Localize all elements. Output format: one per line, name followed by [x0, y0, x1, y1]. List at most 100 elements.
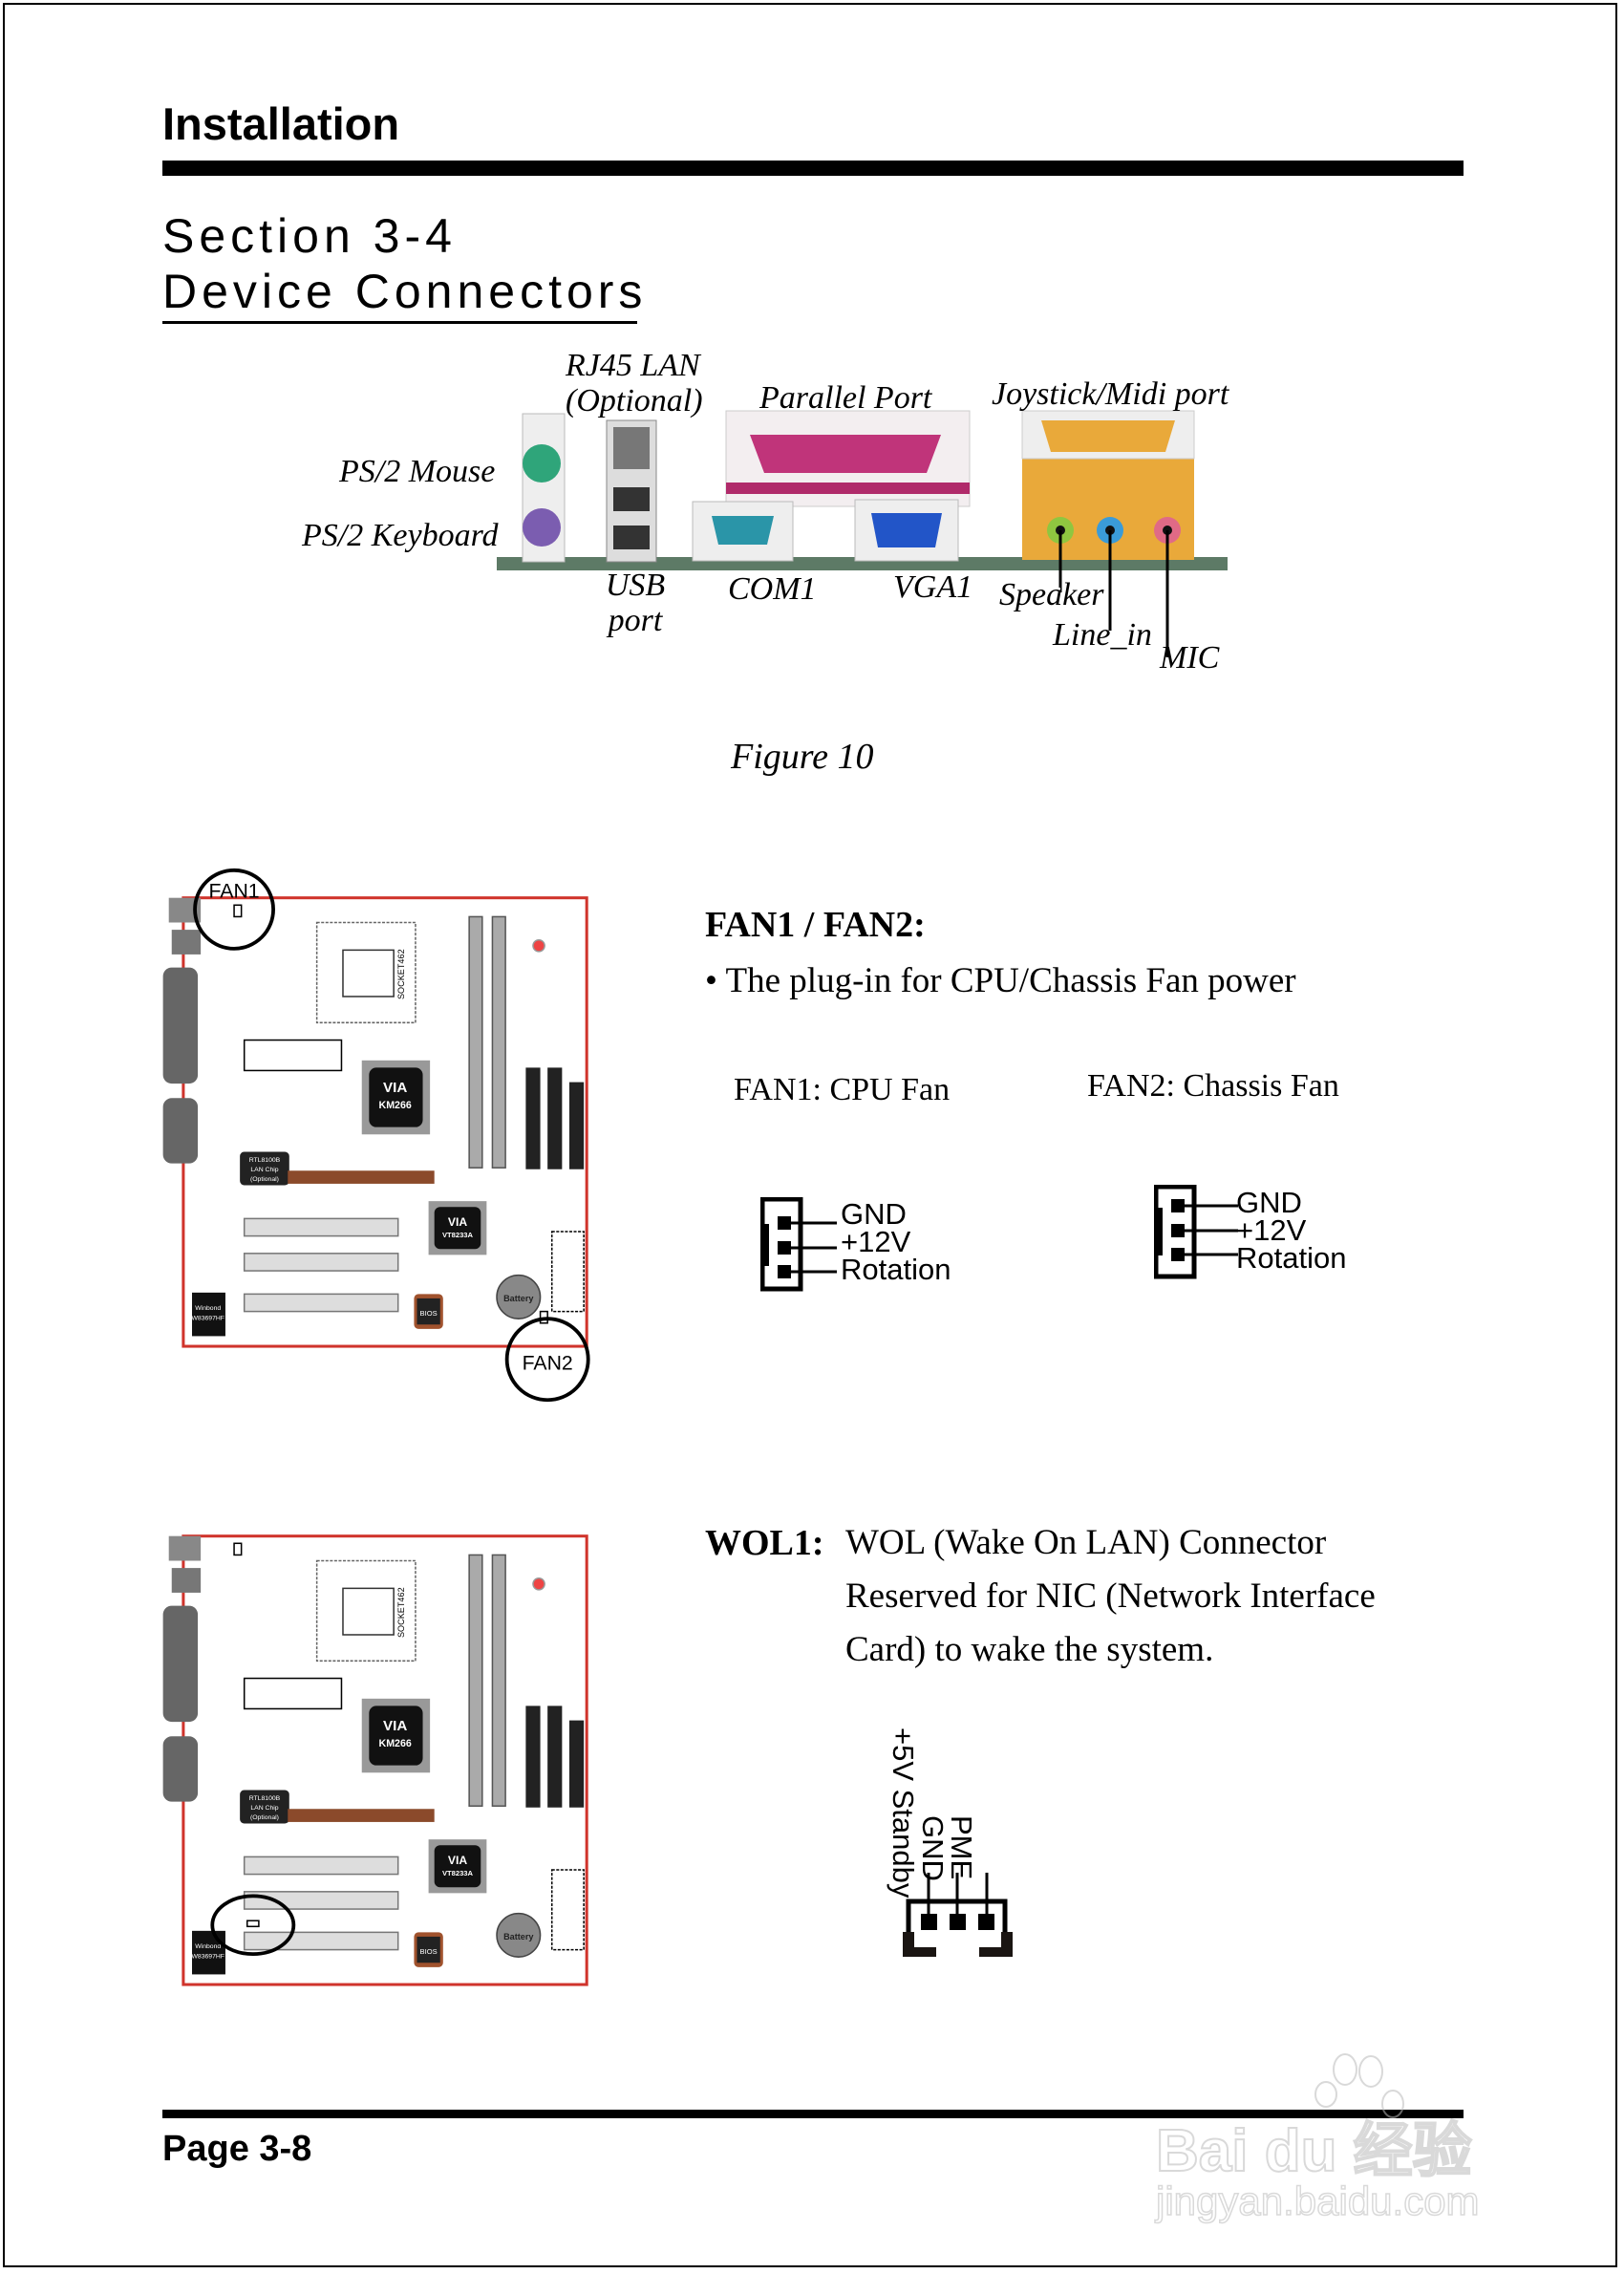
cpu-socket-center: [342, 949, 395, 998]
io-usb-block: [168, 1535, 202, 1561]
atx-power-connector: [243, 1677, 343, 1710]
ps2-mouse-port: [523, 444, 561, 483]
com1-port: [712, 516, 774, 545]
ps2-keyboard-label: PS/2 Keyboard: [302, 518, 499, 553]
ps2-keyboard-port: [523, 508, 561, 547]
parallel-bracket: [726, 483, 970, 494]
usb-port-2: [613, 526, 650, 549]
io-com-block: [162, 1736, 199, 1802]
back-panel-illustration: [497, 410, 1228, 588]
lan-chip-label-2: LAN Chip: [250, 1167, 278, 1173]
dimm-slot-1: [468, 1554, 483, 1807]
io-lan-block: [171, 930, 202, 955]
fan1-caption: FAN1: CPU Fan: [734, 1072, 951, 1107]
lan-chip-label-1: RTL8100B: [249, 1157, 281, 1164]
fan2-connector: [1153, 1184, 1238, 1285]
cpu-socket-center: [342, 1587, 395, 1636]
northbridge-chip: [369, 1706, 423, 1766]
pci-slot-3: [243, 1931, 399, 1951]
io-com-block: [162, 1098, 199, 1164]
fan1-pin-rotation: Rotation: [841, 1253, 951, 1286]
wol-line-1: WOL (Wake On LAN) Connector: [845, 1523, 1327, 1562]
fan1-label: FAN1: [208, 880, 259, 903]
fan1-pin-gnd: GND: [841, 1197, 907, 1231]
section-number: Section 3-4: [162, 209, 457, 263]
ide-fdd-connector-1: [525, 1706, 541, 1808]
fan1-header-icon: [759, 1196, 837, 1292]
fan1-pin-12v: +12V: [841, 1225, 911, 1258]
southbridge-label-2: VT8233A: [442, 1869, 474, 1877]
fan1-pin-labels: GND +12V Rotation: [841, 1197, 951, 1286]
rj45-label: RJ45 LAN (Optional): [566, 348, 703, 418]
section-title: Device Connectors: [162, 265, 648, 318]
bios-chip: [417, 1936, 440, 1963]
usb-label-line1: USB: [605, 568, 666, 603]
footer-rule: [162, 2110, 1464, 2118]
mic-label: MIC: [1160, 640, 1220, 676]
wol1-header: [246, 1920, 260, 1928]
io-chip-label-1: Winbond: [195, 1943, 221, 1950]
section-underline: [162, 321, 637, 324]
fan1-highlight-circle: [193, 868, 275, 951]
lan-chip: [240, 1790, 289, 1824]
fan2-pin-labels: GND +12V Rotation: [1236, 1188, 1346, 1273]
bios-chip: [417, 1298, 440, 1325]
fan2-caption: FAN2: Chassis Fan: [1087, 1068, 1339, 1104]
header-rule: [162, 161, 1464, 176]
northbridge-chip: [369, 1067, 423, 1127]
line-in-label: Line_in: [1053, 617, 1152, 653]
wol-line-3: Card) to wake the system.: [845, 1630, 1214, 1669]
ide-fdd-connector-3: [568, 1720, 585, 1808]
buzzer: [532, 938, 545, 953]
page-number: Page 3-8: [162, 2129, 312, 2169]
front-panel-headers: [550, 1231, 585, 1313]
lan-chip-label-1: RTL8100B: [249, 1795, 281, 1802]
fan2-header-icon: [1153, 1184, 1238, 1279]
northbridge-label-1: VIA: [383, 1080, 407, 1096]
dimm-slot-2: [491, 915, 506, 1169]
lan-chip-label-3: (Optional): [250, 1176, 279, 1183]
figure-caption: Figure 10: [731, 737, 874, 777]
wol-line-2: Reserved for NIC (Network Interface: [845, 1577, 1376, 1616]
ide-fdd-connector-3: [568, 1082, 585, 1169]
agp-slot: [288, 1809, 435, 1822]
battery-label: Battery: [503, 1294, 534, 1303]
rj45-port: [613, 427, 650, 469]
baidu-paw-logo: [1314, 2053, 1404, 2118]
fan2-pin-12v: +12V: [1236, 1213, 1307, 1247]
battery: [496, 1912, 542, 1958]
io-chip: [192, 1292, 225, 1337]
southbridge-chip: [434, 1845, 481, 1888]
baidu-watermark: Bai du 经验 jingyan.baidu.com: [1155, 2035, 1519, 2231]
vga1-label: VGA1: [893, 569, 973, 605]
pci-slot-1: [243, 1217, 399, 1237]
fan2-label: FAN2: [523, 1351, 573, 1374]
fan-description: • The plug-in for CPU/Chassis Fan power: [705, 961, 1296, 1000]
vga1-port: [871, 513, 942, 547]
usb-port-1: [613, 487, 650, 511]
fan1-header: [233, 904, 243, 918]
southbridge-label-2: VT8233A: [442, 1231, 474, 1239]
southbridge-chip: [434, 1207, 481, 1250]
front-panel-headers: [550, 1869, 585, 1951]
watermark-brand: Bai du 经验: [1155, 2117, 1473, 2185]
ps2-mouse-label: PS/2 Mouse: [339, 454, 496, 489]
pcb-edge: [497, 557, 1228, 570]
io-lan-block: [171, 1568, 202, 1593]
pci-slot-3: [243, 1293, 399, 1313]
audio-leaders: [1060, 573, 1169, 657]
northbridge-label-2: KM266: [379, 1100, 412, 1111]
parallel-port: [750, 435, 941, 473]
joystick-port: [1041, 420, 1175, 452]
fan1-header: [233, 1542, 243, 1556]
buzzer: [532, 1577, 545, 1591]
rj45-label-line2: (Optional): [566, 383, 703, 418]
ide-fdd-connector-2: [547, 1067, 563, 1169]
southbridge-label-1: VIA: [448, 1854, 467, 1867]
lan-chip: [240, 1151, 289, 1186]
northbridge-label-1: VIA: [383, 1718, 407, 1734]
pci-slot-2: [243, 1253, 399, 1272]
socket-label: SOCKET462: [396, 949, 406, 999]
joystick-label: Joystick/Midi port: [992, 376, 1229, 412]
